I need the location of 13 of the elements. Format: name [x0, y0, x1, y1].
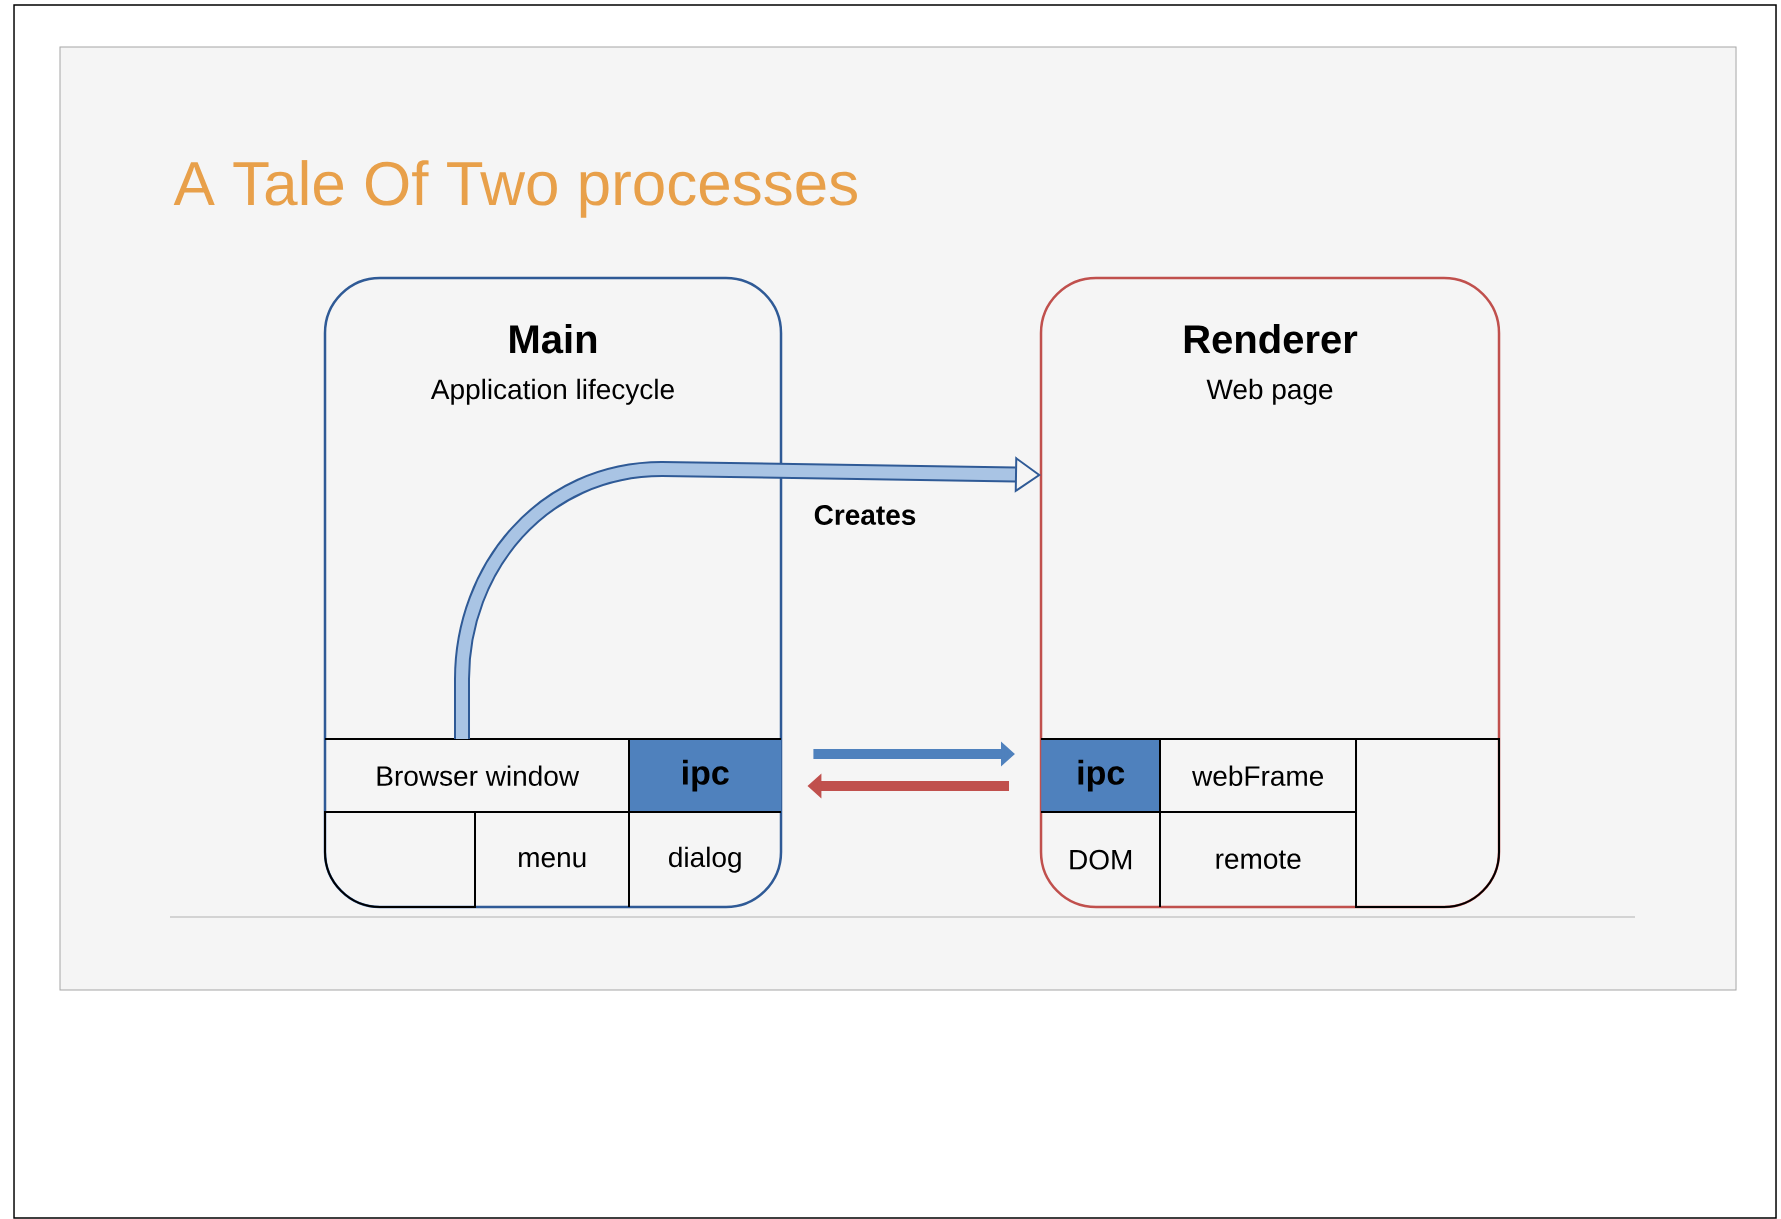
module-cell: dialog	[669, 846, 741, 873]
module-cell: ipc	[1041, 739, 1161, 813]
curved-arrow	[454, 456, 1041, 739]
empty-cell	[324, 811, 476, 908]
module-cell: DOM	[1070, 849, 1132, 870]
module-cell: menu	[519, 852, 586, 868]
edge-label: Creates	[814, 505, 916, 525]
module-cell: Browser window	[377, 765, 580, 786]
module-cell: webFrame	[1192, 765, 1324, 786]
empty-cell	[1355, 738, 1500, 908]
slide-title: A Tale Of Two processes	[173, 160, 857, 218]
module-cell: remote	[1216, 850, 1301, 869]
module-cell: ipc	[629, 739, 782, 813]
